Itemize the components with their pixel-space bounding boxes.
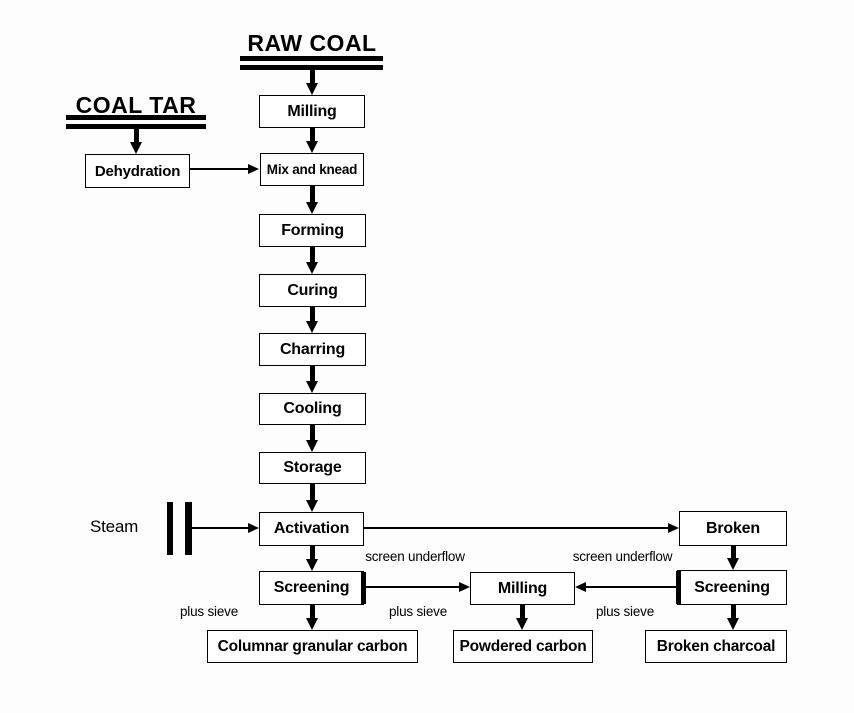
arrow-stem	[309, 484, 315, 501]
arrow-head	[668, 522, 679, 533]
arrow-head	[305, 83, 318, 95]
plus-sieve-mid-label: plus sieve	[388, 604, 448, 619]
arrow-activation-to-screening-left	[305, 546, 319, 571]
arrow-head	[726, 558, 739, 570]
arrow-stem	[309, 366, 315, 382]
node-curing: Curing	[259, 274, 366, 307]
arrow-storage-to-activation	[305, 484, 319, 512]
arrow-head	[305, 321, 318, 333]
plus-sieve-left-label: plus sieve	[179, 604, 239, 619]
arrow-stem	[309, 128, 315, 142]
arrow-head	[305, 559, 318, 571]
node-screening-right: Screening	[677, 570, 787, 605]
arrow-head	[459, 581, 470, 592]
arrow-head	[515, 618, 528, 630]
arrow-stem	[309, 605, 315, 619]
arrow-head	[305, 262, 318, 274]
node-storage: Storage	[259, 452, 366, 484]
arrow-broken-to-screening-right	[726, 546, 740, 570]
arrow-screening-right-to-charcoal	[726, 605, 740, 630]
raw-coal-underline	[240, 56, 383, 70]
arrow-curing-to-charring	[305, 307, 319, 333]
arrow-activation-to-broken	[364, 522, 679, 534]
steam-bar-icon	[185, 502, 192, 555]
arrow-head	[305, 202, 318, 214]
node-mix-and-knead: Mix and knead	[260, 153, 364, 186]
coal-tar-underline	[66, 115, 206, 129]
arrow-steam-to-activation	[192, 522, 259, 534]
arrow-head	[305, 618, 318, 630]
arrow-head	[575, 581, 586, 592]
arrow-screening-right-to-milling	[575, 581, 677, 593]
arrow-head	[129, 142, 142, 154]
arrow-stem	[190, 168, 249, 170]
node-dehydration: Dehydration	[85, 154, 190, 188]
arrow-rawcoal-to-milling	[305, 70, 319, 95]
node-forming: Forming	[259, 214, 366, 247]
arrow-stem	[730, 605, 736, 619]
arrow-stem	[309, 186, 315, 203]
arrow-stem	[730, 546, 736, 559]
arrow-head	[248, 163, 259, 174]
arrow-stem	[585, 586, 677, 588]
arrow-screening-left-to-milling	[366, 581, 470, 593]
node-broken-charcoal: Broken charcoal	[645, 630, 787, 663]
arrow-cooling-to-storage	[305, 425, 319, 452]
screen-underflow-left-label: screen underflow	[365, 549, 465, 564]
screen-underflow-right-label: screen underflow	[572, 549, 673, 564]
arrow-screening-left-to-columnar	[305, 605, 319, 630]
arrow-head	[305, 500, 318, 512]
arrow-head	[726, 618, 739, 630]
node-milling-top: Milling	[259, 95, 365, 128]
arrow-stem	[309, 247, 315, 263]
node-activation: Activation	[259, 512, 364, 546]
node-broken: Broken	[679, 511, 787, 546]
arrow-head	[305, 440, 318, 452]
arrow-forming-to-curing	[305, 247, 319, 274]
node-columnar-granular-carbon: Columnar granular carbon	[207, 630, 418, 663]
arrow-stem	[309, 425, 315, 441]
node-screening-left: Screening	[259, 571, 364, 605]
arrow-milling-to-powdered	[515, 605, 529, 630]
arrow-stem	[366, 586, 460, 588]
node-milling-bottom: Milling	[470, 572, 575, 605]
node-powdered-carbon: Powdered carbon	[453, 630, 593, 663]
raw-coal-heading: RAW COAL	[247, 30, 377, 56]
arrow-stem	[309, 546, 315, 560]
arrow-charring-to-cooling	[305, 366, 319, 393]
arrow-head	[305, 141, 318, 153]
arrow-head	[305, 381, 318, 393]
arrow-stem	[519, 605, 525, 619]
arrow-stem	[309, 307, 315, 322]
arrow-milling-to-mix	[305, 128, 319, 153]
plus-sieve-right-label: plus sieve	[595, 604, 655, 619]
arrow-mix-to-forming	[305, 186, 319, 214]
arrow-stem	[192, 527, 249, 529]
arrow-head	[248, 522, 259, 533]
steam-bar-icon	[167, 502, 173, 555]
arrow-stem	[309, 70, 315, 84]
screening-left-outlet-tick	[361, 572, 366, 604]
arrow-dehydration-to-mix	[190, 163, 259, 175]
arrow-stem	[364, 527, 669, 529]
steam-label: Steam	[90, 517, 139, 536]
screening-right-outlet-tick	[676, 571, 681, 604]
node-cooling: Cooling	[259, 393, 366, 425]
arrow-stem	[133, 129, 139, 143]
arrow-coaltar-to-dehydration	[129, 129, 143, 154]
node-charring: Charring	[259, 333, 366, 366]
coal-tar-heading: COAL TAR	[75, 92, 197, 118]
